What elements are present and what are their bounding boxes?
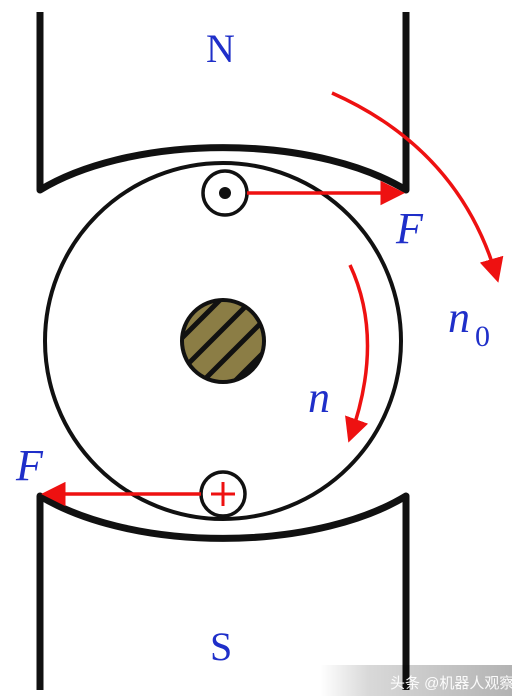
watermark: 头条 @机器人观察: [320, 665, 512, 696]
conductor-bottom: [199, 470, 247, 518]
south-pole-piece: [36, 492, 410, 690]
watermark-text: 头条 @机器人观察: [390, 674, 512, 692]
field-speed-label: n: [448, 293, 470, 342]
force-top-label: F: [395, 204, 424, 253]
conductor-top: [201, 169, 249, 217]
field-speed-subscript: 0: [475, 320, 490, 353]
shaft: [180, 298, 266, 384]
field-rotation-arrow: [331, 91, 504, 283]
north-pole-piece: [36, 12, 410, 194]
north-pole-label: N: [206, 26, 235, 71]
rotor-speed-label: n: [308, 373, 330, 422]
force-bottom-label: F: [15, 441, 44, 490]
rotor-rotation-arrow: [345, 264, 370, 443]
rotor-circle: [43, 161, 403, 521]
south-pole-label: S: [210, 624, 232, 669]
